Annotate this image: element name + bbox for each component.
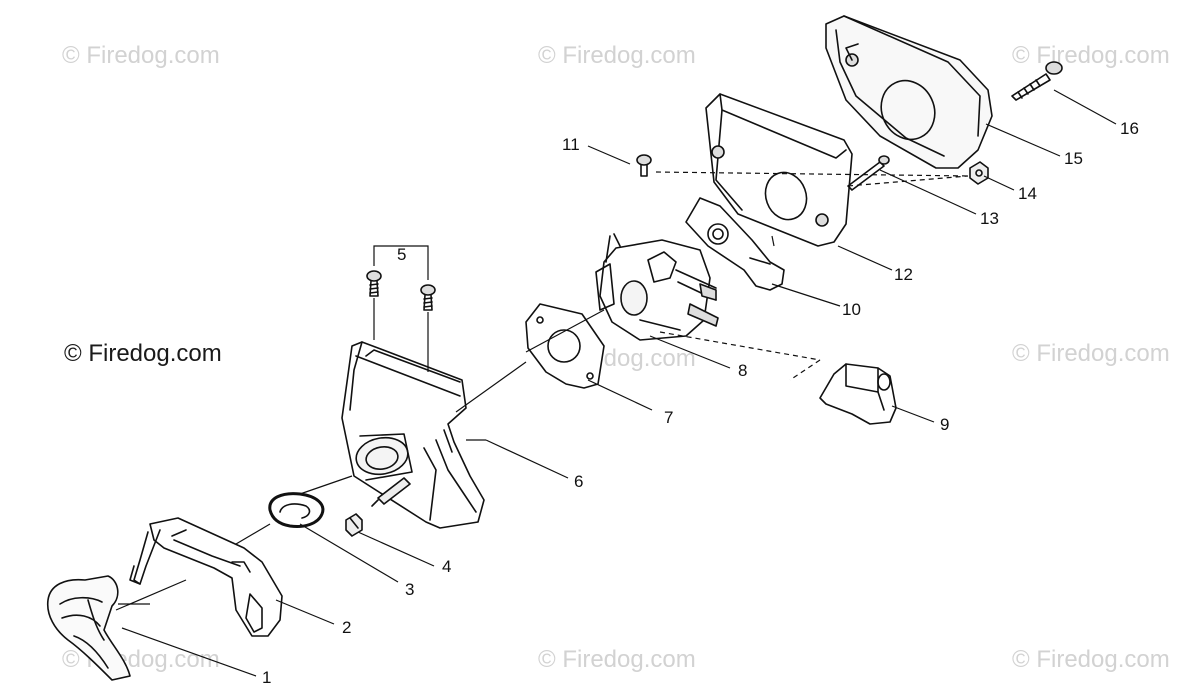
part-14-nut — [969, 161, 989, 185]
watermark: © Firedog.com — [62, 42, 220, 69]
part-3-seal — [268, 492, 325, 528]
part-7-gasket — [525, 303, 605, 389]
callout-7: 7 — [664, 408, 673, 427]
part-10-plate — [685, 197, 785, 291]
watermark: © Firedog.com — [538, 646, 696, 673]
watermark-main: © Firedog.com — [64, 340, 222, 367]
part-13-bolt — [847, 155, 890, 191]
callout-5: 5 — [397, 245, 406, 264]
part-9-choke — [819, 363, 897, 425]
callout-11: 11 — [562, 135, 580, 154]
part-12-base — [705, 93, 853, 247]
callout-15: 15 — [1064, 149, 1083, 168]
callout-2: 2 — [342, 618, 351, 637]
callout-labels: 1 2 3 4 5 6 7 8 9 10 11 12 13 14 15 16 — [262, 119, 1139, 687]
part-2-bracket — [129, 517, 283, 637]
callout-9: 9 — [940, 415, 949, 434]
callout-13: 13 — [980, 209, 999, 228]
part-1-boot — [46, 575, 131, 681]
part-15-cover — [825, 15, 993, 169]
callout-4: 4 — [442, 557, 451, 576]
callout-6: 6 — [574, 472, 583, 491]
callout-10: 10 — [842, 300, 861, 319]
part-4-nut — [345, 513, 363, 537]
guide-lines — [115, 171, 971, 611]
part-5-screws — [366, 270, 436, 311]
callout-12: 12 — [894, 265, 913, 284]
part-11-screw — [636, 154, 652, 177]
callout-14: 14 — [1018, 184, 1037, 203]
part-6-housing — [341, 341, 485, 529]
leader-lines — [121, 89, 1117, 677]
watermark: © Firedog.com — [1012, 42, 1170, 69]
watermark: © Firedog.com — [1012, 646, 1170, 673]
callout-16: 16 — [1120, 119, 1139, 138]
watermark: © Firedog.com — [1012, 340, 1170, 367]
callout-8: 8 — [738, 361, 747, 380]
part-16-screw — [1011, 61, 1063, 101]
watermark: © Firedog.com — [538, 42, 696, 69]
callout-3: 3 — [405, 580, 414, 599]
part-8-carburetor — [595, 233, 719, 341]
callout-1: 1 — [262, 668, 271, 687]
